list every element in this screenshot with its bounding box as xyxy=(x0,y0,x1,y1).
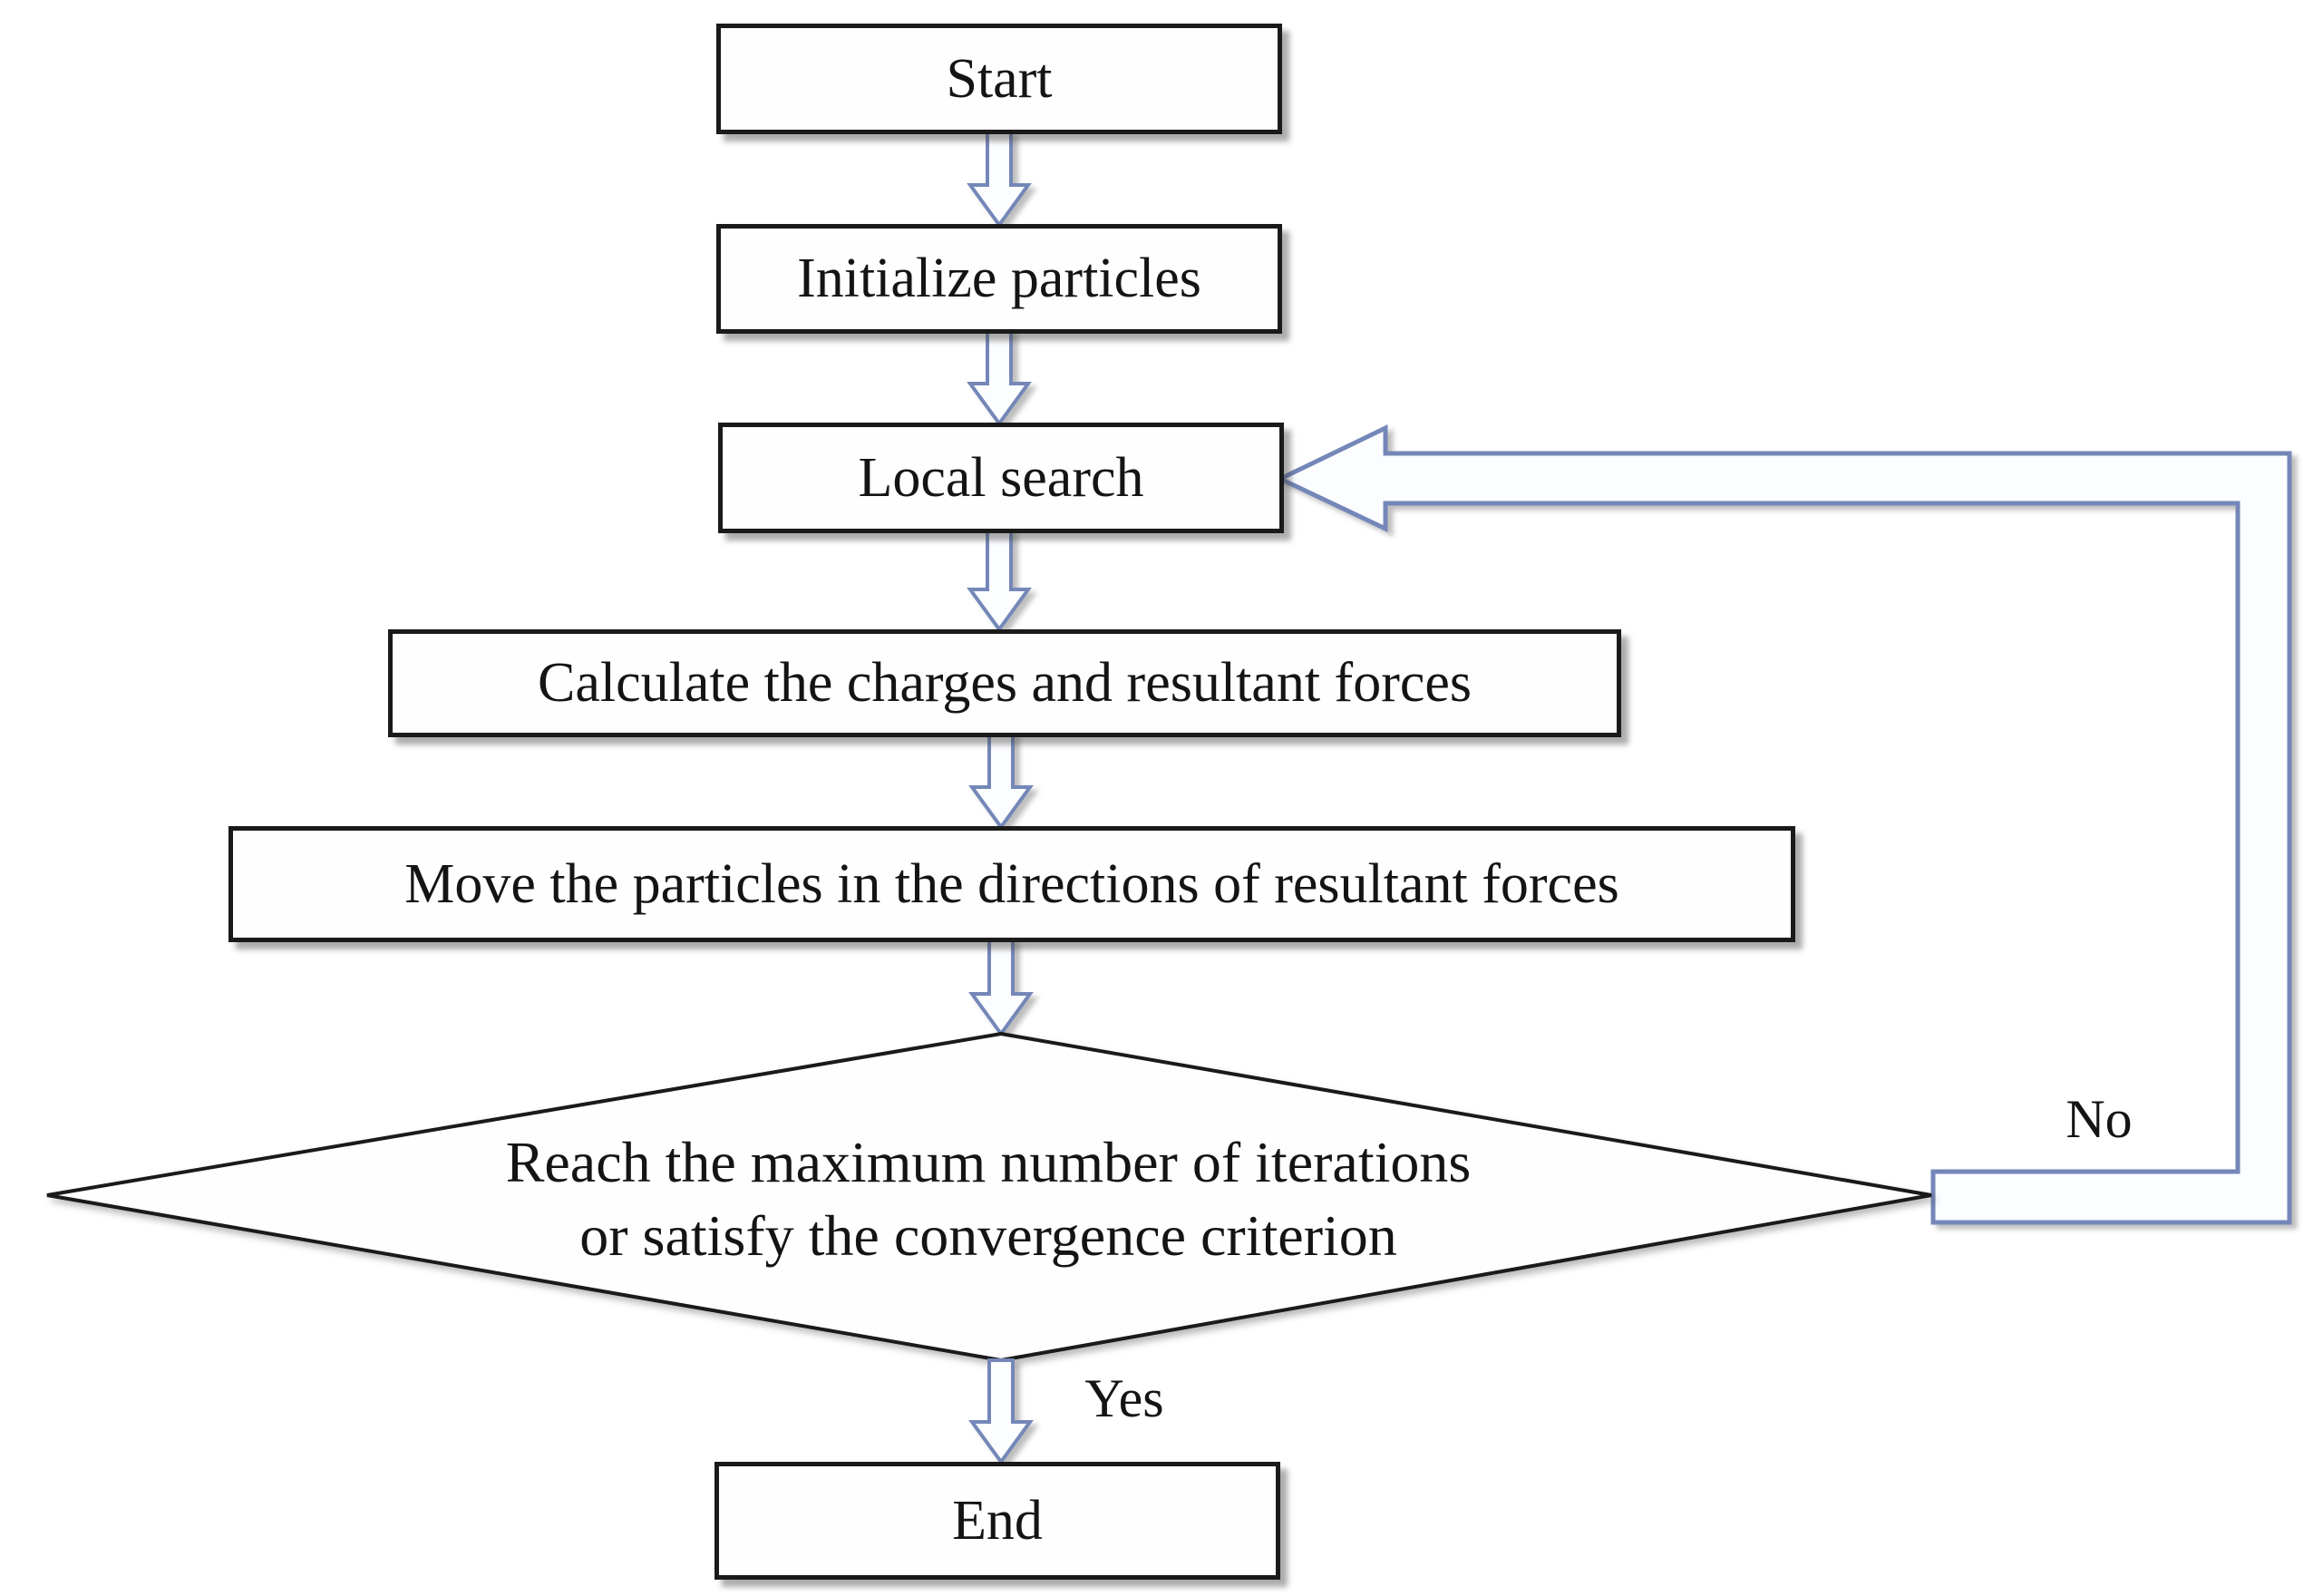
arrow-decision-to-end-yes xyxy=(968,1358,1034,1465)
decision-node-text: Reach the maximum number of iterations o… xyxy=(308,1126,1668,1272)
node-local-search: Local search xyxy=(718,423,1284,533)
arrow-move-to-decision xyxy=(968,938,1034,1037)
node-end-label: End xyxy=(952,1489,1043,1552)
arrow-local-search-to-calculate xyxy=(967,528,1032,633)
decision-line-1: Reach the maximum number of iterations xyxy=(505,1130,1472,1194)
node-initialize-particles-label: Initialize particles xyxy=(797,248,1201,309)
node-move-particles-label: Move the particles in the directions of … xyxy=(404,852,1619,915)
node-start-label: Start xyxy=(946,47,1053,110)
decision-line-2: or satisfy the convergence criterion xyxy=(579,1202,1397,1268)
arrow-start-to-initialize xyxy=(967,131,1032,229)
edge-label-no: No xyxy=(2065,1089,2133,1149)
node-local-search-label: Local search xyxy=(858,446,1144,509)
arrow-calculate-to-move xyxy=(968,732,1034,831)
no-loop-arrow xyxy=(1275,424,2292,1225)
node-move-particles: Move the particles in the directions of … xyxy=(228,826,1795,942)
arrow-initialize-to-local-search xyxy=(967,328,1032,427)
node-initialize-particles: Initialize particles xyxy=(716,224,1282,334)
edge-label-yes: Yes xyxy=(1084,1368,1164,1428)
node-calculate-charges: Calculate the charges and resultant forc… xyxy=(388,629,1621,737)
node-calculate-charges-label: Calculate the charges and resultant forc… xyxy=(537,652,1473,714)
node-start: Start xyxy=(716,24,1282,134)
node-end: End xyxy=(714,1462,1280,1580)
